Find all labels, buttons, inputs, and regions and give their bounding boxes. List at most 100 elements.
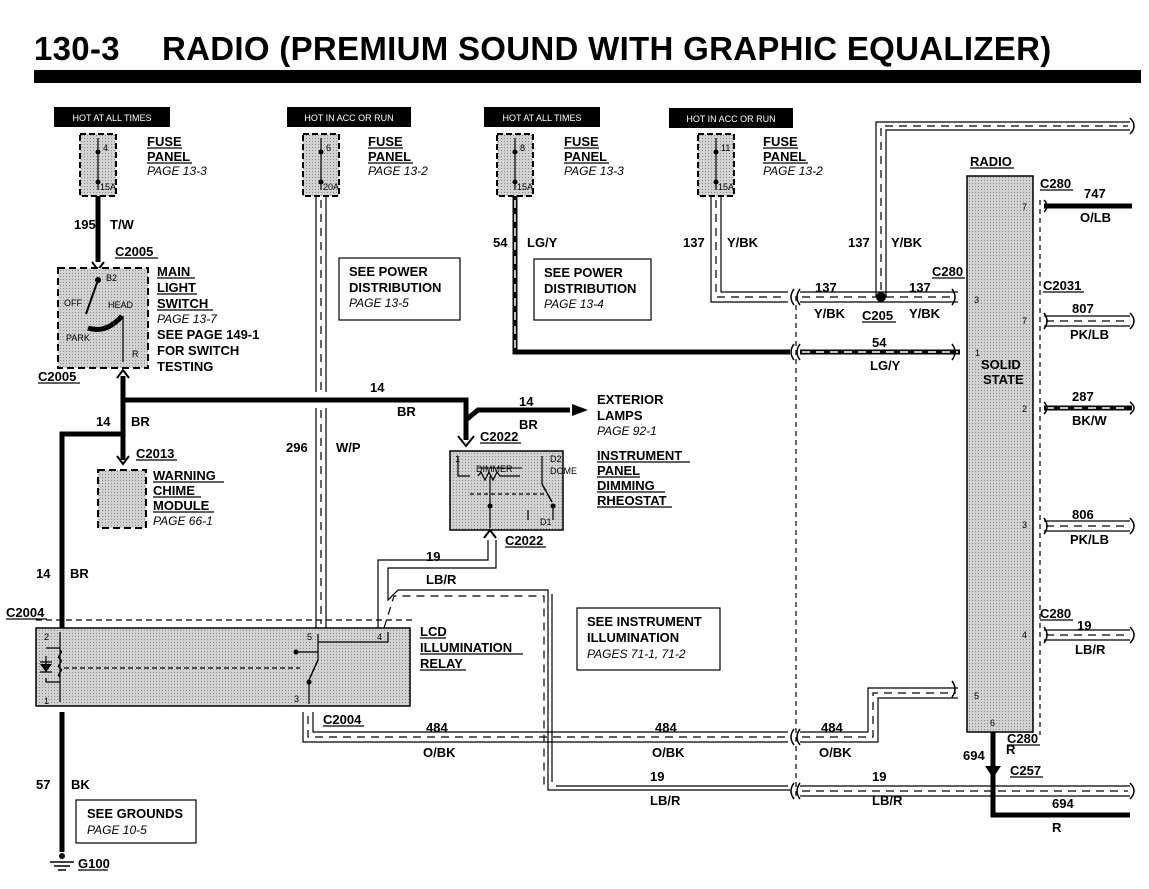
connector-c280-747: C280 <box>1040 176 1071 191</box>
rheostat-label1: INSTRUMENT <box>597 448 682 463</box>
switch-note1: SEE PAGE 149-1 <box>157 327 259 342</box>
chime-label2: CHIME <box>153 483 195 498</box>
connector-c2005-bottom: C2005 <box>38 369 76 384</box>
rheostat-label2: PANEL <box>597 463 640 478</box>
wire-694a-num: 694 <box>963 748 985 763</box>
wire-807 <box>1044 315 1130 327</box>
wire-137d-num: 137 <box>909 280 931 295</box>
fuse-4-num: 4 <box>103 143 108 153</box>
connector-c280-137: C280 <box>932 264 963 279</box>
connector-c280-19: C280 <box>1040 606 1071 621</box>
rheostat-label3: DIMMING <box>597 478 655 493</box>
fuse-4-label2: PANEL <box>147 149 190 164</box>
switch-label3: SWITCH <box>157 296 208 311</box>
note-grounds-l1: SEE GROUNDS <box>87 806 183 821</box>
note-power2-page: PAGE 13-4 <box>544 297 604 311</box>
fuse-6-num: 6 <box>326 143 331 153</box>
wire-14a-num: 14 <box>370 380 385 395</box>
wire-14-relay <box>59 431 123 628</box>
connector-c205: C205 <box>862 308 893 323</box>
exterior-page: PAGE 92-1 <box>597 424 657 438</box>
ground-icon <box>50 853 74 871</box>
wire-484a-color: O/BK <box>423 745 456 760</box>
wire-19c-color: LB/R <box>872 793 903 808</box>
wire-195-color: T/W <box>110 217 135 232</box>
wire-484c-num: 484 <box>821 720 843 735</box>
rheostat-d1: D1 <box>540 517 552 527</box>
wire-14a-color: BR <box>397 404 416 419</box>
wire-287-color: BK/W <box>1072 413 1107 428</box>
fuse-8-amp: 15A <box>517 182 533 192</box>
connector-c280-694: C280 <box>1007 731 1038 746</box>
relay-pin3: 3 <box>294 694 299 704</box>
fuse-11-label2: PANEL <box>763 149 806 164</box>
wire-806-num: 806 <box>1072 507 1094 522</box>
fuse-8-header: HOT AT ALL TIMES <box>502 113 581 123</box>
relay-label1: LCD <box>420 624 447 639</box>
wire-296-num: 296 <box>286 440 308 455</box>
fuse-4-header: HOT AT ALL TIMES <box>72 113 151 123</box>
note-power1-page: PAGE 13-5 <box>349 296 409 310</box>
exterior-label1: EXTERIOR <box>597 392 664 407</box>
switch-head: HEAD <box>108 300 134 310</box>
switch-off: OFF <box>64 298 82 308</box>
wire-137 <box>710 196 788 303</box>
wire-694b-num: 694 <box>1052 796 1074 811</box>
wire-484-radio <box>800 687 958 743</box>
radio-pin2: 2 <box>1022 404 1027 414</box>
rheostat-dome: DOME <box>550 466 577 476</box>
fuse-11: HOT IN ACC OR RUN 11 15A FUSE PANEL PAGE… <box>669 108 823 197</box>
rheostat-dimmer: DIMMER <box>476 464 513 474</box>
radio-pin6: 6 <box>990 718 995 728</box>
fuse-11-page: PAGE 13-2 <box>763 164 823 178</box>
wire-747-num: 747 <box>1084 186 1106 201</box>
fuse-6-header: HOT IN ACC OR RUN <box>304 113 393 123</box>
radio-state: STATE <box>983 372 1024 387</box>
connector-c2004-bottom: C2004 <box>323 712 362 727</box>
radio-pin4: 4 <box>1022 630 1027 640</box>
fuse-6-page: PAGE 13-2 <box>368 164 428 178</box>
wire-137a-color: Y/BK <box>727 235 759 250</box>
switch-page: PAGE 13-7 <box>157 312 218 326</box>
wire-137-up <box>875 121 1130 297</box>
fuse-8: HOT AT ALL TIMES 8 15A FUSE PANEL PAGE 1… <box>484 107 624 197</box>
instrument-panel-dimming-rheostat: 1 DIMMER D2 DOME D1 <box>449 450 577 539</box>
switch-park: PARK <box>66 333 90 343</box>
wire-484a-num: 484 <box>426 720 448 735</box>
fuse-11-label1: FUSE <box>763 134 798 149</box>
splice-c205 <box>876 292 886 302</box>
note-grounds-page: PAGE 10-5 <box>87 823 147 837</box>
radio-solid: SOLID <box>981 357 1021 372</box>
lcd-illumination-relay: 2 1 3 4 5 <box>35 619 412 707</box>
wire-137b-num: 137 <box>848 235 870 250</box>
wire-14c-color: BR <box>519 417 538 432</box>
wire-484b-num: 484 <box>655 720 677 735</box>
chime-label1: WARNING <box>153 468 216 483</box>
fuse-4-label1: FUSE <box>147 134 182 149</box>
note-illum-l2: ILLUMINATION <box>587 630 679 645</box>
switch-r: R <box>132 349 139 359</box>
main-light-switch: B2 OFF HEAD PARK R <box>57 261 149 379</box>
fuse-6-label1: FUSE <box>368 134 403 149</box>
radio-pin7a: 7 <box>1022 202 1027 212</box>
note-illum-page: PAGES 71-1, 71-2 <box>587 647 686 661</box>
connector-c2022-top: C2022 <box>480 429 518 444</box>
wire-19a-color: LB/R <box>426 572 457 587</box>
wire-484b-color: O/BK <box>652 745 685 760</box>
exterior-label2: LAMPS <box>597 408 643 423</box>
fuse-11-num: 11 <box>721 143 730 153</box>
note-power2-l2: DISTRIBUTION <box>544 281 636 296</box>
note-power2-l1: SEE POWER <box>544 265 623 280</box>
wire-137a-num: 137 <box>683 235 705 250</box>
radio-pin3a: 3 <box>974 295 979 305</box>
rheostat-d2: D2 <box>550 454 562 464</box>
wire-694a-color: R <box>1006 742 1016 757</box>
switch-label2: LIGHT <box>157 280 196 295</box>
rheostat-label4: RHEOSTAT <box>597 493 667 508</box>
wire-484 <box>302 712 788 743</box>
wire-484c-color: O/BK <box>819 745 852 760</box>
wire-137c-color: Y/BK <box>814 306 846 321</box>
wire-19-radio <box>1044 629 1130 641</box>
wire-19d-color: LB/R <box>1075 642 1106 657</box>
